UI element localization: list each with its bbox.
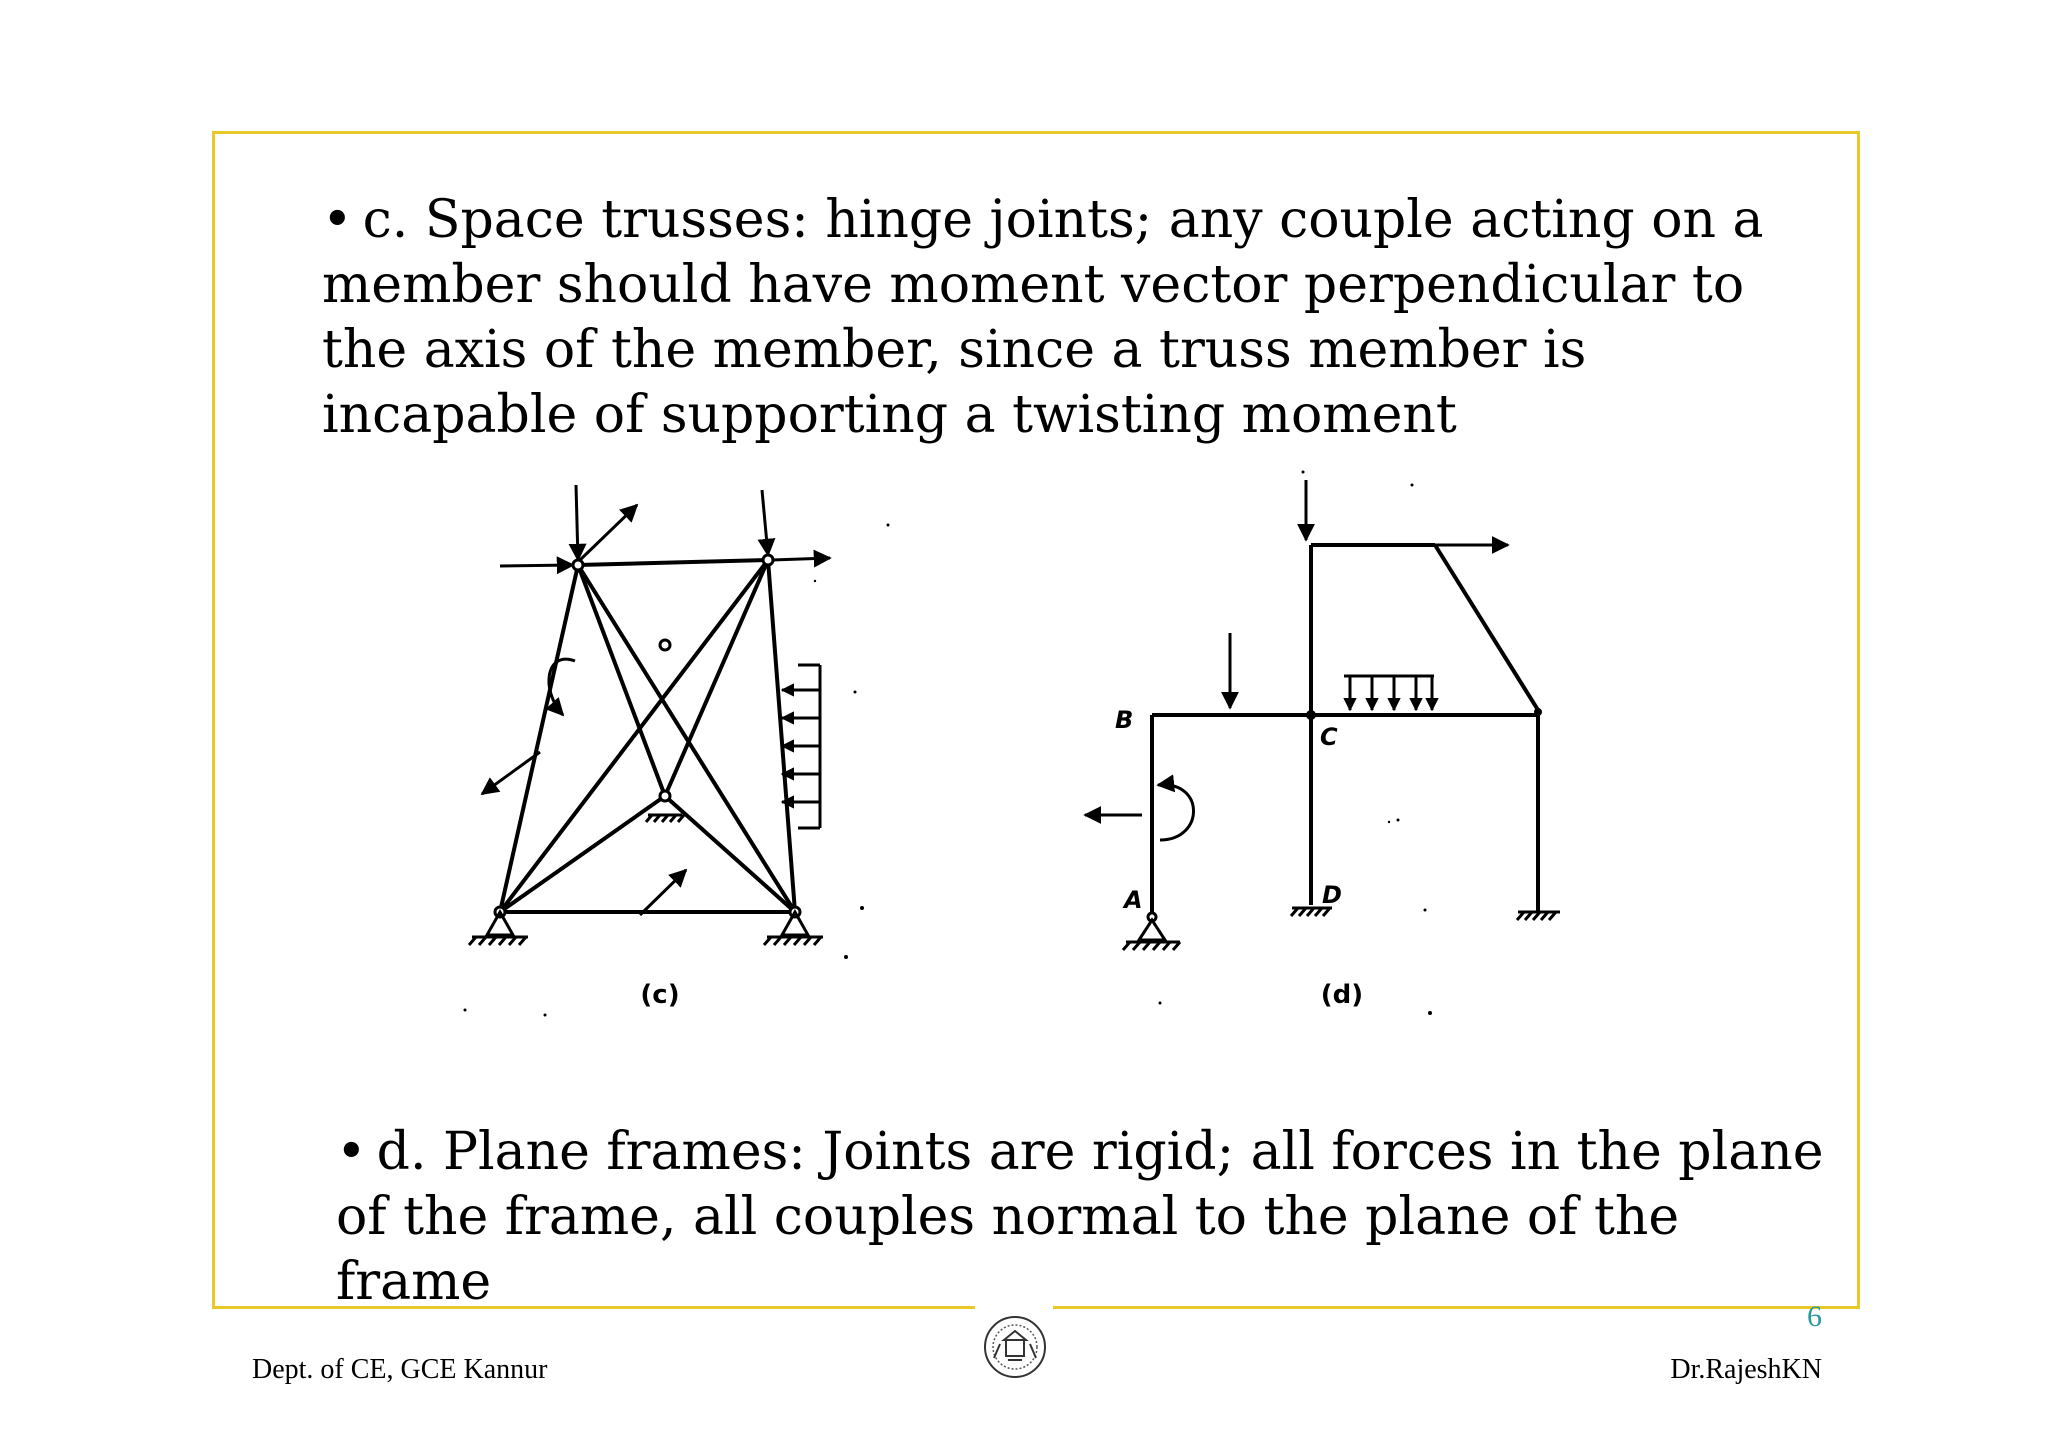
scan-specks <box>463 470 1432 1017</box>
figure-c-loads <box>480 484 832 917</box>
college-seal-icon <box>984 1316 1046 1378</box>
figure-d-caption: (d) <box>1321 980 1363 1010</box>
figure-d-joints <box>1306 708 1542 720</box>
frame-gap <box>975 1300 1053 1314</box>
bullet-1: • <box>322 190 353 250</box>
figure-c-supports <box>467 813 823 946</box>
paragraph-1-text: c. Space trusses: hinge joints; any coup… <box>322 190 1764 445</box>
figure-d-labels: B C A D <box>1115 706 1342 914</box>
figure-d-supports <box>1121 906 1560 951</box>
label-a: A <box>1122 886 1143 914</box>
paragraph-2-text: d. Plane frames: Joints are rigid; all f… <box>336 1122 1824 1312</box>
figure-d-frame <box>1150 543 1540 912</box>
footer-author: Dr.RajeshKN <box>1670 1354 1822 1385</box>
page-number: 6 <box>1807 1300 1822 1333</box>
label-b: B <box>1115 706 1133 734</box>
paragraph-space-trusses: •c. Space trusses: hinge joints; any cou… <box>322 188 1832 448</box>
figure-d-loads <box>1083 480 1510 842</box>
figure-c-caption: (c) <box>640 980 679 1010</box>
bullet-2: • <box>336 1122 367 1182</box>
footer-department: Dept. of CE, GCE Kannur <box>252 1354 548 1385</box>
paragraph-plane-frames: •d. Plane frames: Joints are rigid; all … <box>336 1120 1836 1315</box>
label-d: D <box>1322 881 1342 909</box>
figure-c-truss <box>498 558 797 914</box>
label-c: C <box>1320 723 1338 751</box>
